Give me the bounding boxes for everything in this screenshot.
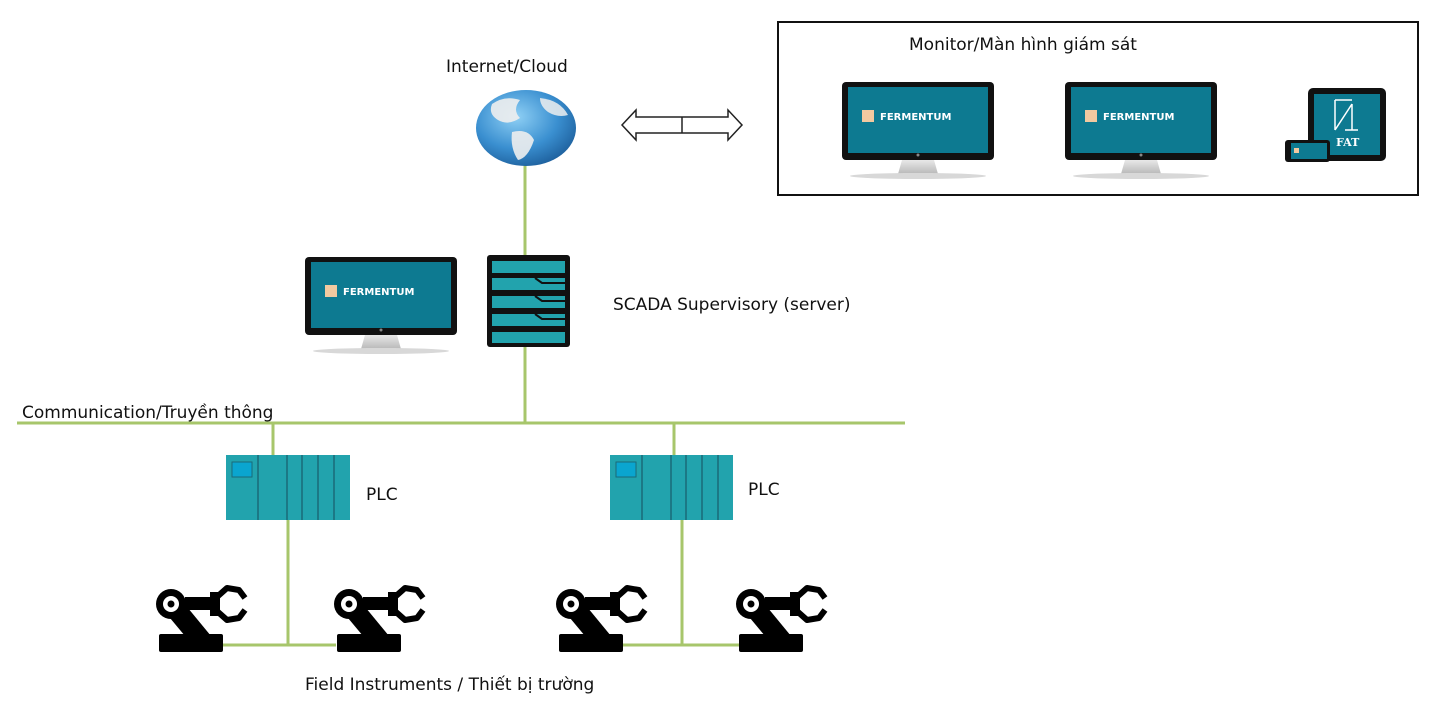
monitor-display-2: FERMENTUM xyxy=(1065,82,1217,179)
tablet-brand: FAT xyxy=(1336,136,1360,149)
scada-workstation-monitor: FERMENTUM xyxy=(305,257,457,354)
robot-arm-icon xyxy=(556,588,645,652)
plc-left-icon xyxy=(226,455,350,520)
internet-label: Internet/Cloud xyxy=(446,57,568,77)
scada-label: SCADA Supervisory (server) xyxy=(613,295,851,315)
robot-arm-icon xyxy=(156,588,245,652)
globe-icon xyxy=(476,90,576,166)
screen-brand: FERMENTUM xyxy=(343,287,414,298)
monitor-group: Monitor/Màn hình giám sát FERMENTUM FERM… xyxy=(777,21,1419,196)
monitor-display-1: FERMENTUM xyxy=(842,82,994,179)
robot-arm-icon xyxy=(334,588,423,652)
monitor-group-label: Monitor/Màn hình giám sát xyxy=(909,35,1137,55)
bidirectional-arrow-icon xyxy=(620,108,744,142)
server-icon xyxy=(487,255,570,347)
plc-right-icon xyxy=(610,455,733,520)
field-instruments-label: Field Instruments / Thiết bị trường xyxy=(305,674,594,695)
robot-arm-icon xyxy=(736,588,825,652)
network-links xyxy=(17,165,905,647)
plc-right-label: PLC xyxy=(748,480,780,500)
screen-brand: FERMENTUM xyxy=(880,112,951,123)
plc-left-label: PLC xyxy=(366,485,398,505)
phone-display xyxy=(1285,140,1330,162)
communication-label: Communication/Truyền thông xyxy=(22,402,273,423)
screen-brand: FERMENTUM xyxy=(1103,112,1174,123)
